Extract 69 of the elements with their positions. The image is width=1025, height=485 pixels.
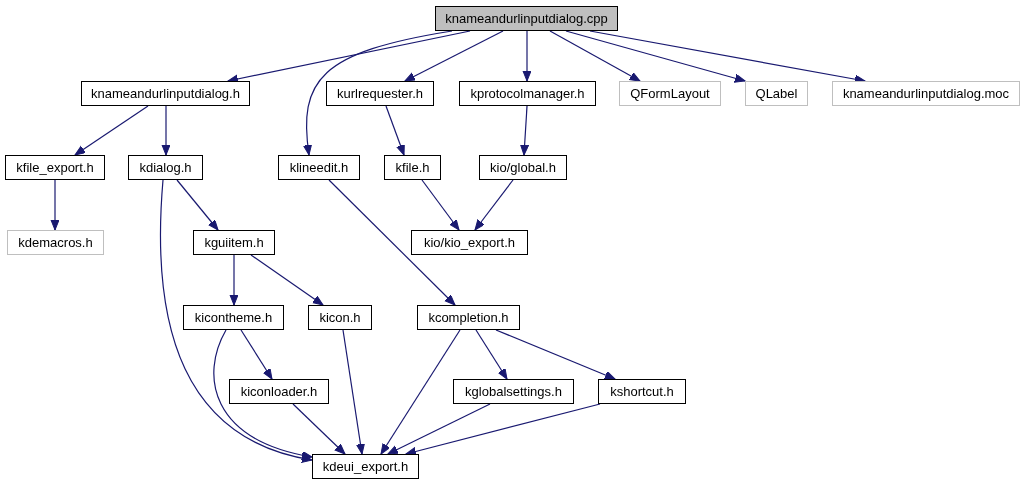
file-box — [7, 230, 104, 255]
file-box — [619, 81, 721, 106]
file-box — [183, 305, 284, 330]
arrow — [160, 179, 313, 463]
file-box — [384, 155, 441, 180]
file-box — [308, 305, 372, 330]
arrow — [421, 179, 460, 231]
file-box — [326, 81, 434, 106]
arrow — [404, 30, 504, 82]
arrow — [328, 179, 456, 306]
file-box — [193, 230, 275, 255]
file-box — [435, 6, 618, 31]
arrow — [50, 179, 60, 231]
file-name: kfile_export.h — [16, 160, 94, 175]
file-box — [417, 305, 520, 330]
file-box — [459, 81, 596, 106]
arrow — [250, 254, 324, 306]
file-name: knameandurlinputdialog.cpp — [445, 11, 608, 26]
file-box — [312, 454, 419, 479]
file-box — [81, 81, 250, 106]
file-name: kicontheme.h — [194, 310, 273, 325]
arrow — [520, 105, 530, 156]
file-name: kguiitem.h — [204, 235, 264, 250]
arrow — [161, 105, 171, 156]
file-name: kurlrequester.h — [337, 86, 423, 101]
arrow — [387, 403, 491, 455]
arrow — [475, 329, 508, 380]
file-box — [411, 230, 528, 255]
file-box — [128, 155, 203, 180]
file-name: QLabel — [755, 86, 798, 101]
file-box — [278, 155, 360, 180]
file-name: knameandurlinputdialog.moc — [842, 86, 1010, 101]
file-name: kio/kio_export.h — [423, 235, 516, 250]
arrow — [342, 329, 365, 455]
file-name: kshortcut.h — [610, 384, 674, 399]
file-name: QFormLayout — [630, 86, 710, 101]
file-name: kdialog.h — [139, 160, 192, 175]
file-name: kglobalsettings.h — [465, 384, 562, 399]
file-name: kfile.h — [395, 160, 430, 175]
file-name: kdemacros.h — [18, 235, 93, 250]
file-name: klineedit.h — [289, 160, 349, 175]
file-box — [5, 155, 105, 180]
arrow — [380, 329, 461, 455]
file-name: kdeui_export.h — [322, 459, 409, 474]
arrow — [240, 329, 273, 380]
file-name: kicon.h — [319, 310, 361, 325]
arrow — [474, 179, 514, 231]
arrow — [176, 179, 219, 231]
file-name: kio/global.h — [490, 160, 556, 175]
arrow — [213, 329, 313, 460]
file-name: kprotocolmanager.h — [470, 86, 585, 101]
arrow — [495, 329, 616, 380]
arrow — [522, 30, 532, 82]
arrow — [229, 254, 239, 306]
arrow — [405, 403, 601, 456]
arrow — [565, 30, 746, 83]
arrow — [74, 105, 149, 156]
file-name: kcompletion.h — [428, 310, 509, 325]
file-box — [832, 81, 1020, 106]
file-box — [453, 379, 574, 404]
arrow — [385, 105, 405, 156]
file-name: kiconloader.h — [240, 384, 318, 399]
file-name: knameandurlinputdialog.h — [91, 86, 240, 101]
arrow — [292, 403, 346, 455]
arrow — [549, 30, 641, 82]
file-box — [229, 379, 329, 404]
file-box — [479, 155, 567, 180]
file-box — [598, 379, 686, 404]
file-box — [745, 81, 808, 106]
